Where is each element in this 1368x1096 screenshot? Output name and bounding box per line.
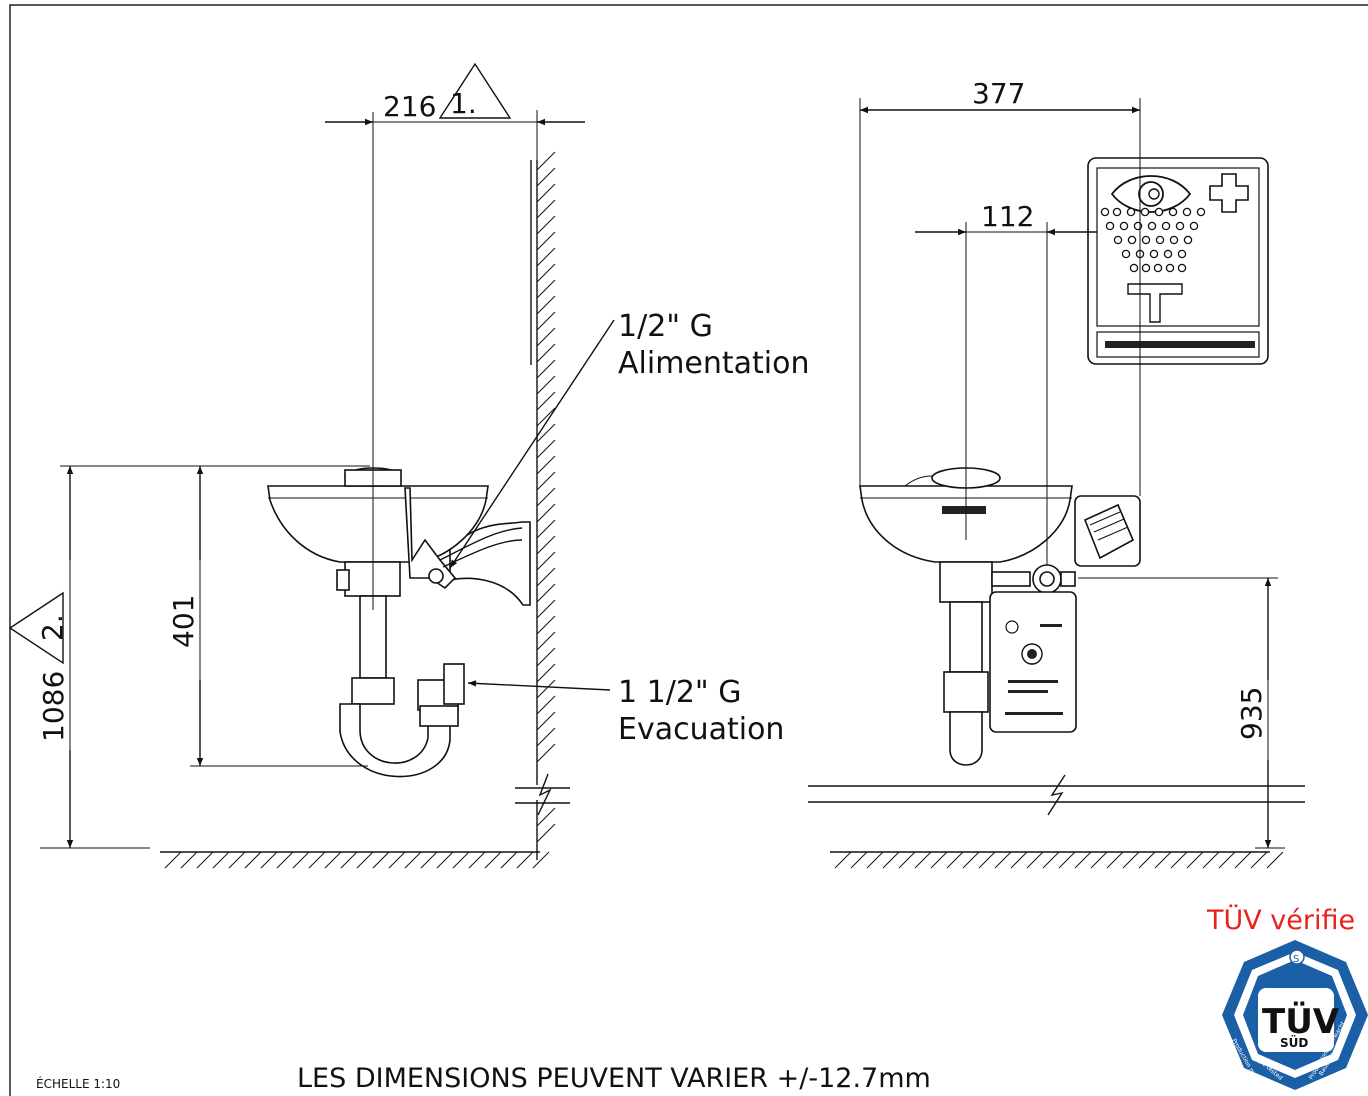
tolerance-note: LES DIMENSIONS PEUVENT VARIER +/-12.7mm	[297, 1063, 931, 1094]
wall-bracket	[449, 521, 531, 606]
drain-label: Evacuation	[618, 712, 784, 747]
spray-dots-icon	[1100, 207, 1206, 273]
svg-text:S: S	[1293, 954, 1299, 965]
note-1-label: 1.	[450, 87, 477, 120]
scale-label: ÉCHELLE 1:10	[36, 1076, 120, 1091]
supply-leader	[449, 319, 615, 569]
note-2-label: 2.	[36, 614, 69, 641]
eyewash-sign	[1087, 157, 1269, 365]
side-view: 216 1. 1086 2. 401 1/2" G Alimentation 1…	[8, 62, 810, 869]
supply-label: Alimentation	[618, 346, 810, 381]
supply-size-label: 1/2" G	[618, 309, 713, 344]
tuv-sud-seal: S TÜV SÜD Production monitored Type test…	[1222, 940, 1368, 1096]
note-triangle-1	[438, 62, 512, 119]
dim-bowl-depth: 401	[167, 595, 200, 648]
dim-inlet-height: 935	[1235, 687, 1268, 740]
drain-size-label: 1 1/2" G	[618, 675, 742, 710]
drain-bend-front	[949, 711, 983, 766]
note-triangle-2	[8, 591, 64, 665]
drawing-frame	[9, 4, 1368, 1096]
wall-hatch	[530, 151, 556, 860]
control-box	[989, 591, 1077, 733]
wall-break	[515, 773, 570, 816]
dim-width: 377	[972, 77, 1025, 110]
tuv-seal-main: TÜV	[1262, 1001, 1340, 1042]
drain-leader	[467, 680, 611, 691]
dim-total-height: 1086	[37, 671, 70, 742]
floor-hatch-left	[160, 851, 550, 869]
tuv-verified-label: TÜV vérifie	[1206, 904, 1355, 936]
floor-break	[808, 774, 1305, 816]
dim-wall-offset: 216	[383, 90, 436, 123]
dim-handle-offset: 112	[981, 200, 1034, 233]
drain-tube-front	[939, 561, 993, 603]
fountain-icon	[1127, 283, 1183, 323]
floor-hatch-right	[830, 851, 1284, 869]
first-aid-cross-icon	[1209, 173, 1249, 213]
p-trap	[339, 703, 451, 778]
push-flag	[1074, 495, 1141, 567]
front-view: 377 112 935	[808, 77, 1305, 869]
tuv-seal-sub: SÜD	[1280, 1035, 1308, 1050]
valve-lever	[404, 487, 457, 590]
